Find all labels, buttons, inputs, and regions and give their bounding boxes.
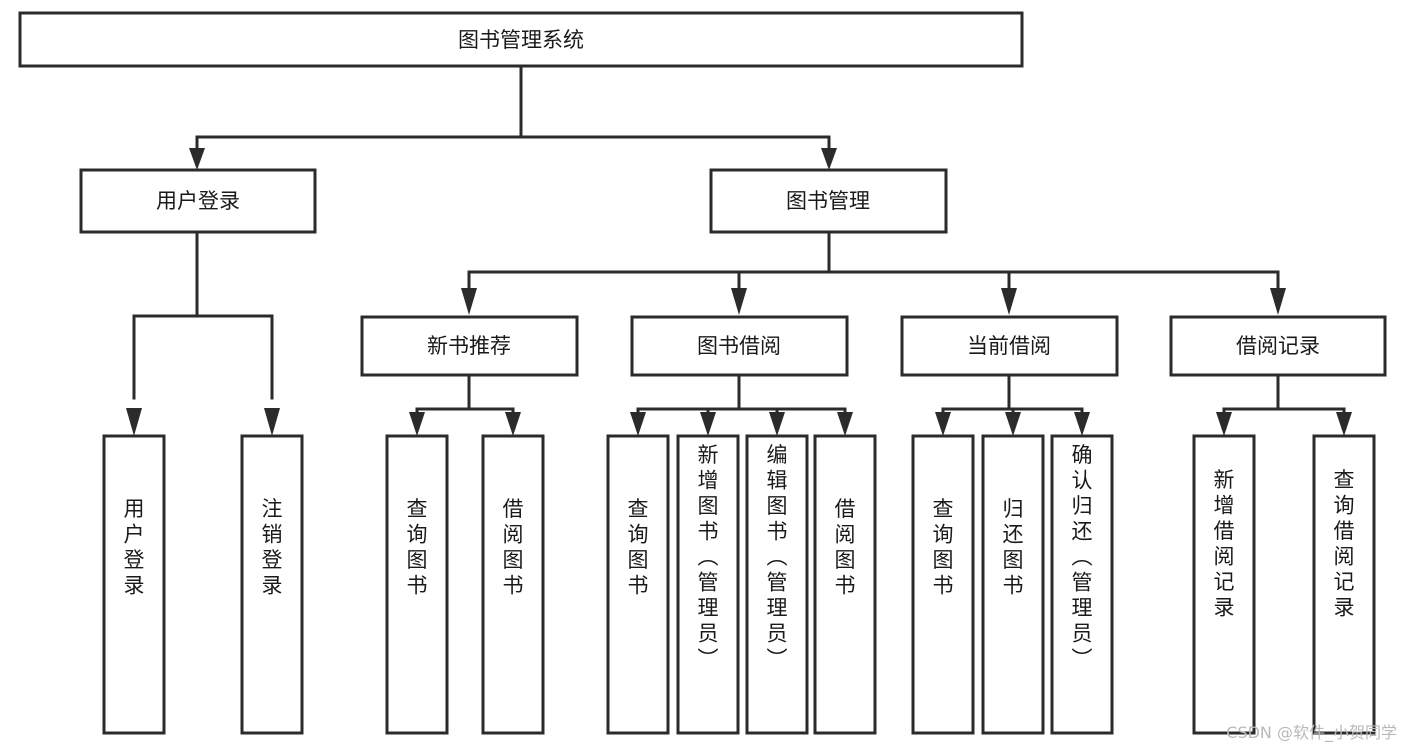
arrow-to-leaf-add-record [1216, 412, 1232, 436]
node-leaf-return-book-label: 归还图书 [1003, 497, 1024, 598]
node-leaf-add-book-label: 新增图书︵管理员︶ [698, 443, 719, 671]
node-leaf-query-book-1[interactable]: 查询图书 [385, 434, 449, 735]
node-leaf-return-book[interactable]: 归还图书 [981, 434, 1045, 735]
node-book-manage[interactable]: 图书管理 [709, 168, 948, 234]
node-user-login-label: 用户登录 [156, 189, 240, 213]
node-leaf-query-record-box[interactable] [1312, 434, 1376, 735]
node-leaf-edit-book-box[interactable] [745, 434, 809, 735]
connector-group-new-book-rec [409, 373, 521, 436]
node-leaf-confirm-return-box[interactable] [1050, 434, 1114, 735]
arrow-to-leaf-query-book-3 [935, 412, 951, 436]
node-leaf-add-record-label: 新增借阅记录 [1214, 468, 1235, 620]
node-book-borrow-label: 图书借阅 [697, 334, 781, 358]
node-book-manage-box[interactable] [709, 168, 948, 234]
node-leaf-edit-book-label: 编辑图书︵管理员︶ [767, 443, 788, 671]
node-leaf-query-book-2[interactable]: 查询图书 [606, 434, 670, 735]
arrow-to-leaf-query-record [1336, 412, 1352, 436]
arrow-to-user-login [189, 148, 205, 170]
arrow-to-leaf-borrow-book-1 [505, 412, 521, 436]
node-root-label: 图书管理系统 [458, 28, 584, 52]
node-leaf-add-record-box[interactable] [1192, 434, 1256, 735]
node-leaf-borrow-book-2[interactable]: 借阅图书 [813, 434, 877, 735]
node-leaf-query-book-2-label: 查询图书 [628, 497, 649, 598]
node-leaf-query-book-1-label: 查询图书 [407, 497, 428, 598]
node-leaf-borrow-book-1-box[interactable] [481, 434, 545, 735]
arrow-to-leaf-query-book-1 [409, 412, 425, 436]
arrow-to-current-borrow [1001, 288, 1017, 315]
node-user-login-box[interactable] [79, 168, 317, 234]
node-new-book-rec-box[interactable] [360, 315, 579, 377]
node-root-box[interactable] [18, 11, 1024, 68]
node-leaf-logout[interactable]: 注销登录 [240, 434, 304, 735]
node-leaf-user-login-box[interactable] [102, 434, 166, 735]
node-borrow-record-label: 借阅记录 [1236, 334, 1320, 358]
connector-group-root [189, 64, 837, 170]
node-leaf-query-record[interactable]: 查询借阅记录 [1312, 434, 1376, 735]
node-leaf-query-record-label: 查询借阅记录 [1334, 468, 1355, 620]
node-current-borrow-box[interactable] [900, 315, 1119, 377]
node-borrow-record-box[interactable] [1169, 315, 1387, 377]
node-leaf-user-login[interactable]: 用户登录 [102, 434, 166, 735]
arrow-to-book-borrow [731, 288, 747, 315]
node-leaf-query-book-2-box[interactable] [606, 434, 670, 735]
node-leaf-borrow-book-2-box[interactable] [813, 434, 877, 735]
node-leaf-query-book-3[interactable]: 查询图书 [911, 434, 975, 735]
node-leaf-query-book-3-label: 查询图书 [933, 497, 954, 598]
node-leaf-confirm-return-label: 确认归还︵管理员︶ [1072, 443, 1093, 671]
arrow-to-leaf-query-book-2 [630, 412, 646, 436]
node-new-book-rec-label: 新书推荐 [427, 334, 511, 358]
node-leaf-logout-label: 注销登录 [262, 497, 283, 598]
node-leaf-user-login-label: 用户登录 [124, 497, 145, 598]
node-current-borrow[interactable]: 当前借阅 [900, 315, 1119, 377]
node-leaf-borrow-book-1[interactable]: 借阅图书 [481, 434, 545, 735]
arrow-to-leaf-borrow-book-2 [837, 412, 853, 436]
node-leaf-borrow-book-2-label: 借阅图书 [835, 497, 856, 598]
arrow-to-borrow-record [1270, 288, 1286, 315]
watermark-text: CSDN @软件_小贺同学 [1226, 723, 1397, 742]
node-leaf-confirm-return[interactable]: 确认归还︵管理员︶ [1050, 434, 1114, 735]
connector-group-borrow-record [1216, 373, 1352, 436]
node-leaf-return-book-box[interactable] [981, 434, 1045, 735]
node-book-manage-label: 图书管理 [786, 189, 870, 213]
node-leaf-add-book-box[interactable] [676, 434, 740, 735]
connector-group-current-borrow [935, 373, 1090, 436]
arrow-to-leaf-add-book [700, 412, 716, 436]
arrow-to-leaf-user-login [126, 408, 142, 436]
node-user-login[interactable]: 用户登录 [79, 168, 317, 234]
arrow-to-leaf-confirm-return [1074, 412, 1090, 436]
connector-group-book-borrow [630, 373, 853, 436]
node-leaf-edit-book[interactable]: 编辑图书︵管理员︶ [745, 434, 809, 735]
node-leaf-add-record[interactable]: 新增借阅记录 [1192, 434, 1256, 735]
arrow-to-leaf-return-book [1005, 412, 1021, 436]
node-leaf-borrow-book-1-label: 借阅图书 [503, 497, 524, 598]
node-root[interactable]: 图书管理系统 [18, 11, 1024, 68]
connector-group-book-manage [461, 230, 1286, 315]
arrow-to-book-manage [821, 148, 837, 170]
node-book-borrow-box[interactable] [630, 315, 849, 377]
node-leaf-logout-box[interactable] [240, 434, 304, 735]
connector-group-user-login [126, 230, 280, 436]
arrow-to-leaf-edit-book [769, 412, 785, 436]
node-book-borrow[interactable]: 图书借阅 [630, 315, 849, 377]
node-new-book-rec[interactable]: 新书推荐 [360, 315, 579, 377]
node-leaf-query-book-1-box[interactable] [385, 434, 449, 735]
arrow-to-new-book-rec [461, 288, 477, 315]
node-leaf-add-book[interactable]: 新增图书︵管理员︶ [676, 434, 740, 735]
node-borrow-record[interactable]: 借阅记录 [1169, 315, 1387, 377]
node-leaf-query-book-3-box[interactable] [911, 434, 975, 735]
arrow-to-leaf-logout [264, 408, 280, 436]
node-current-borrow-label: 当前借阅 [967, 334, 1051, 358]
